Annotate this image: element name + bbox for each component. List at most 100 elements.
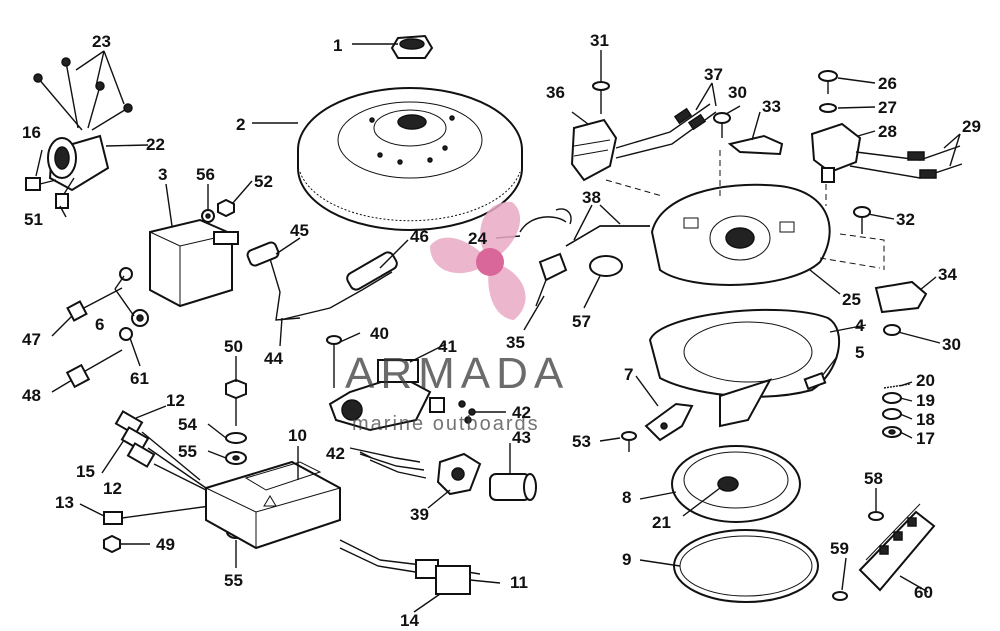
washer-27 (819, 103, 837, 113)
washer-18 (882, 408, 902, 420)
callout-23: 23 (92, 32, 111, 51)
callout-56: 56 (196, 165, 215, 184)
callout-55-lower: 55 (224, 571, 243, 590)
callout-3: 3 (158, 165, 167, 184)
callout-27: 27 (878, 98, 897, 117)
charge-coil-36 (570, 118, 618, 182)
callout-48: 48 (22, 386, 41, 405)
callout-29: 29 (962, 117, 981, 136)
washer-54 (225, 432, 247, 444)
propeller-logo (430, 201, 526, 320)
callout-5: 5 (855, 343, 864, 362)
callout-58: 58 (864, 469, 883, 488)
callout-13: 13 (55, 493, 74, 512)
callout-11: 11 (510, 573, 528, 592)
bracket-screws (33, 57, 133, 131)
callout-24: 24 (468, 229, 487, 248)
spark-plug-lead-short (246, 241, 301, 321)
washer-56 (201, 209, 215, 223)
screw-5 (803, 371, 827, 391)
mounting-bracket (47, 134, 110, 192)
callout-16: 16 (22, 123, 41, 142)
callout-34: 34 (938, 265, 957, 284)
callout-47: 47 (22, 330, 41, 349)
callout-57: 57 (572, 312, 591, 331)
armature-retainer (648, 308, 841, 428)
callout-25: 25 (842, 290, 861, 309)
callout-10: 10 (288, 426, 307, 445)
screw-26 (818, 70, 838, 94)
washer-61 (119, 327, 133, 341)
timing-pointer-7 (644, 402, 694, 442)
callout-35: 35 (506, 333, 525, 352)
callout-15: 15 (76, 462, 95, 481)
washer-17 (882, 426, 902, 438)
screw-58 (868, 500, 884, 521)
callout-22: 22 (146, 135, 165, 154)
spark-plug-lead-long (279, 251, 398, 321)
sensor-module-28 (810, 122, 862, 183)
callout-6: 6 (95, 315, 104, 334)
armature-plate (650, 183, 831, 286)
callout-21: 21 (652, 513, 671, 532)
throttle-bracket-34 (874, 280, 928, 314)
callout-59: 59 (830, 539, 849, 558)
callout-60: 60 (914, 583, 933, 602)
retaining-ring-9 (673, 529, 819, 603)
screw-59 (832, 591, 848, 601)
hose-38 (565, 225, 650, 247)
callout-14: 14 (400, 611, 419, 630)
screw-32 (853, 206, 871, 234)
callout-51: 51 (24, 210, 43, 229)
screw-53 (621, 431, 637, 452)
retaining-spring (519, 208, 572, 233)
bolt-47 (66, 287, 123, 322)
callout-44: 44 (264, 349, 283, 368)
callout-31: 31 (590, 31, 609, 50)
armada-watermark: ARMADA marine outboards (345, 201, 569, 435)
callout-39: 39 (410, 505, 429, 524)
terminal-block-60 (858, 503, 936, 592)
callout-43: 43 (512, 428, 531, 447)
callout-26: 26 (878, 74, 897, 93)
hose-fitting-35 (535, 252, 568, 307)
hose-clamp-57 (589, 255, 623, 277)
screw-31 (592, 81, 610, 114)
callout-54: 54 (178, 415, 197, 434)
callout-53: 53 (572, 432, 591, 451)
callout-12-upper: 12 (166, 391, 185, 410)
callout-28: 28 (878, 122, 897, 141)
screw-51 (55, 177, 75, 209)
alignment-guides (605, 150, 885, 270)
callout-49: 49 (156, 535, 175, 554)
screw-30-upper (713, 112, 731, 138)
callout-45: 45 (290, 221, 309, 240)
screw-50 (225, 378, 247, 426)
screw-16 (25, 177, 57, 191)
cam-21 (717, 476, 739, 492)
callout-18: 18 (916, 410, 935, 429)
callout-7: 7 (624, 365, 633, 384)
callout-12-lower: 12 (103, 479, 122, 498)
screw-30-lower (883, 324, 901, 336)
callout-20: 20 (916, 371, 935, 390)
watermark-brand: ARMADA (345, 349, 569, 398)
callout-55-upper: 55 (178, 442, 197, 461)
callout-36: 36 (546, 83, 565, 102)
flywheel (297, 87, 523, 231)
callout-33: 33 (762, 97, 781, 116)
callout-numbers: 1 2 3 4 5 6 7 8 9 10 11 12 12 13 14 15 1… (22, 31, 981, 630)
callout-1: 1 (333, 36, 342, 55)
callout-17: 17 (916, 429, 935, 448)
callout-2: 2 (236, 115, 245, 134)
callout-42-left: 42 (326, 444, 345, 463)
callout-9: 9 (622, 550, 631, 569)
harness-connectors (114, 410, 211, 493)
callout-19: 19 (916, 391, 935, 410)
callout-42-right: 42 (512, 403, 531, 422)
callout-50: 50 (224, 337, 243, 356)
ground-terminal (103, 505, 211, 525)
callout-46: 46 (410, 227, 429, 246)
